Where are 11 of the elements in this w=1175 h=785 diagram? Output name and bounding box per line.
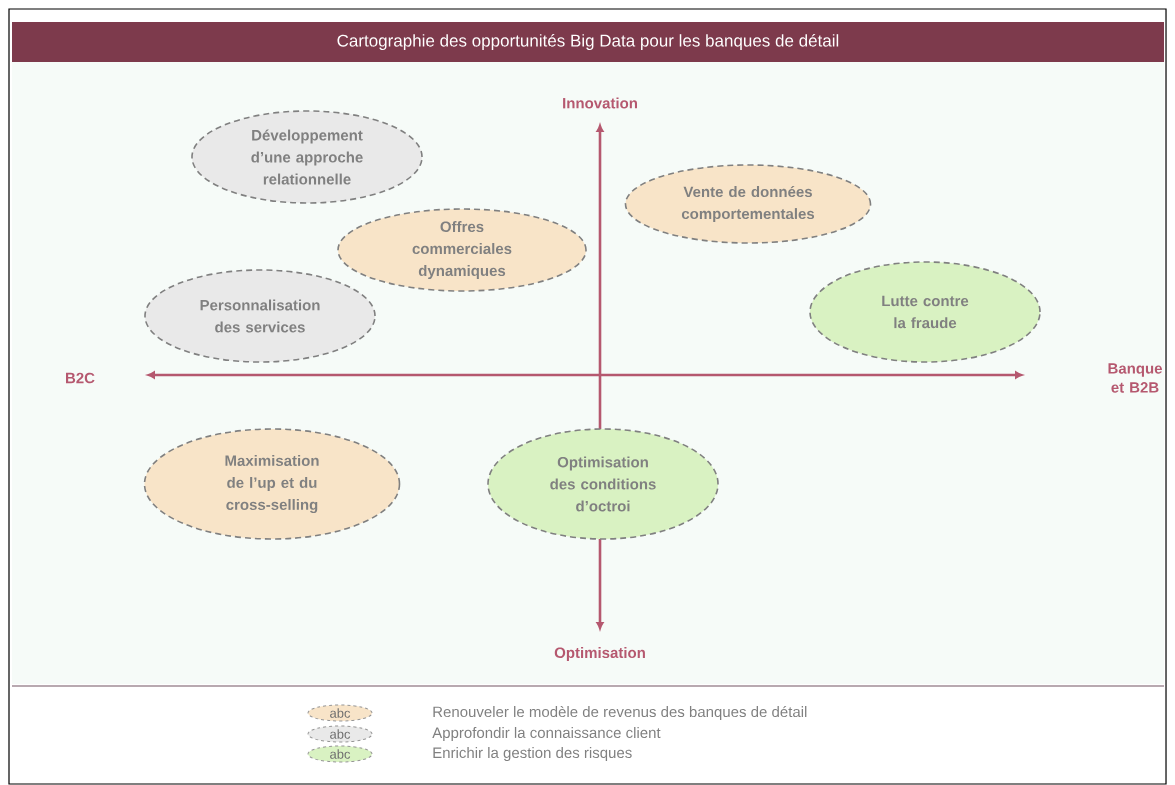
legend-text: Enrichir la gestion des risques (433, 747, 632, 761)
swatch-text: abc (330, 708, 351, 718)
legend-text: Approfondir la connaissance client (432, 727, 661, 741)
axis-label: Innovation (563, 97, 637, 109)
axis-label: Optimisation (554, 647, 645, 661)
swatch-text: abc (330, 729, 351, 739)
swatch-text: abc (330, 749, 351, 759)
legend-text: Renouveler le modèle de revenus des banques de détail (433, 705, 807, 721)
title-bar: Cartographie des opportunités Big Data pour les banques de détail (12, 22, 1164, 62)
axis-label: B2C (66, 372, 95, 384)
axis-label: Banque et B2B (1108, 363, 1162, 393)
